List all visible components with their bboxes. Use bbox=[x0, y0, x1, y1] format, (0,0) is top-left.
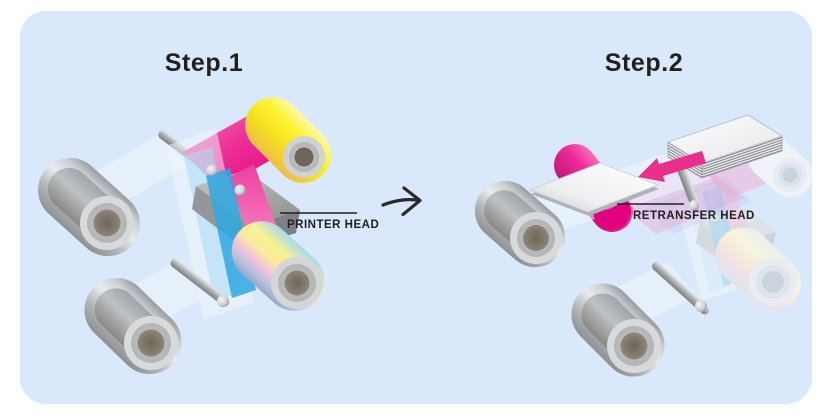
guide-bar bbox=[652, 261, 710, 315]
ribbon-supply-roll bbox=[245, 97, 331, 183]
retransfer-head-label: RETRANSFER HEAD bbox=[633, 210, 755, 222]
guide-bar bbox=[170, 258, 230, 307]
arrow-head bbox=[401, 186, 422, 217]
step2-title: Step.2 bbox=[605, 49, 684, 77]
step1-title: Step.1 bbox=[165, 49, 244, 77]
ribbon-takeup-roll bbox=[231, 221, 325, 311]
film-supply-roll bbox=[38, 157, 140, 257]
pin bbox=[217, 295, 229, 307]
guide-bar bbox=[677, 164, 700, 211]
ghost-print-assembly bbox=[676, 134, 813, 311]
pin bbox=[206, 164, 218, 176]
ghost-ribbon-sheet bbox=[612, 162, 744, 234]
pin bbox=[234, 184, 246, 196]
step2-illustration: Step.2 bbox=[474, 49, 813, 377]
pin bbox=[695, 300, 707, 312]
printer-head-label: PRINTER HEAD bbox=[287, 219, 379, 231]
card-feed-arrow bbox=[638, 151, 706, 182]
film-takeup-roll bbox=[84, 278, 182, 374]
step1-illustration: Step.1 bbox=[38, 49, 379, 374]
card bbox=[528, 162, 660, 213]
step-transition-arrow bbox=[381, 186, 422, 217]
film-takeup-roll bbox=[571, 283, 665, 377]
arrow-shaft bbox=[381, 198, 419, 207]
ghost-ribbon-takeup-roll bbox=[715, 227, 801, 311]
ghost-pin bbox=[709, 212, 719, 222]
film-supply-roll bbox=[474, 180, 566, 268]
pin bbox=[689, 200, 699, 210]
